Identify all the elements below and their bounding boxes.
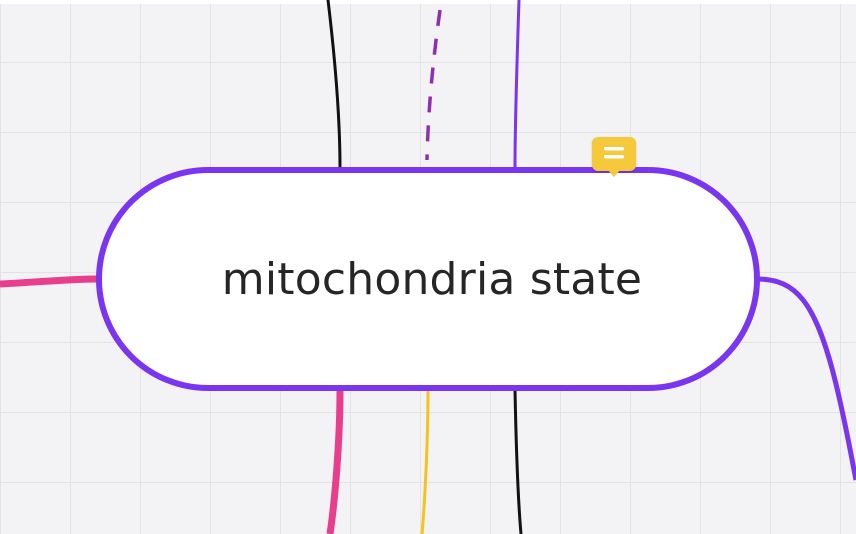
- comment-icon: [604, 147, 624, 159]
- connector-top-purple-dashed[interactable]: [425, 9, 442, 161]
- connector-right-purple[interactable]: [758, 276, 856, 481]
- mindmap-node[interactable]: mitochondria state: [96, 167, 760, 391]
- connector-bottom-yellow[interactable]: [420, 389, 430, 534]
- connector-bottom-black[interactable]: [513, 389, 523, 534]
- comment-indicator[interactable]: [592, 137, 636, 177]
- connector-top-purple[interactable]: [513, 0, 521, 169]
- connector-bottom-pink[interactable]: [326, 389, 344, 534]
- connector-left-pink[interactable]: [0, 275, 98, 288]
- connector-top-black[interactable]: [326, 0, 342, 170]
- canvas-top-edge: [0, 0, 856, 4]
- node-label[interactable]: mitochondria state: [221, 253, 643, 305]
